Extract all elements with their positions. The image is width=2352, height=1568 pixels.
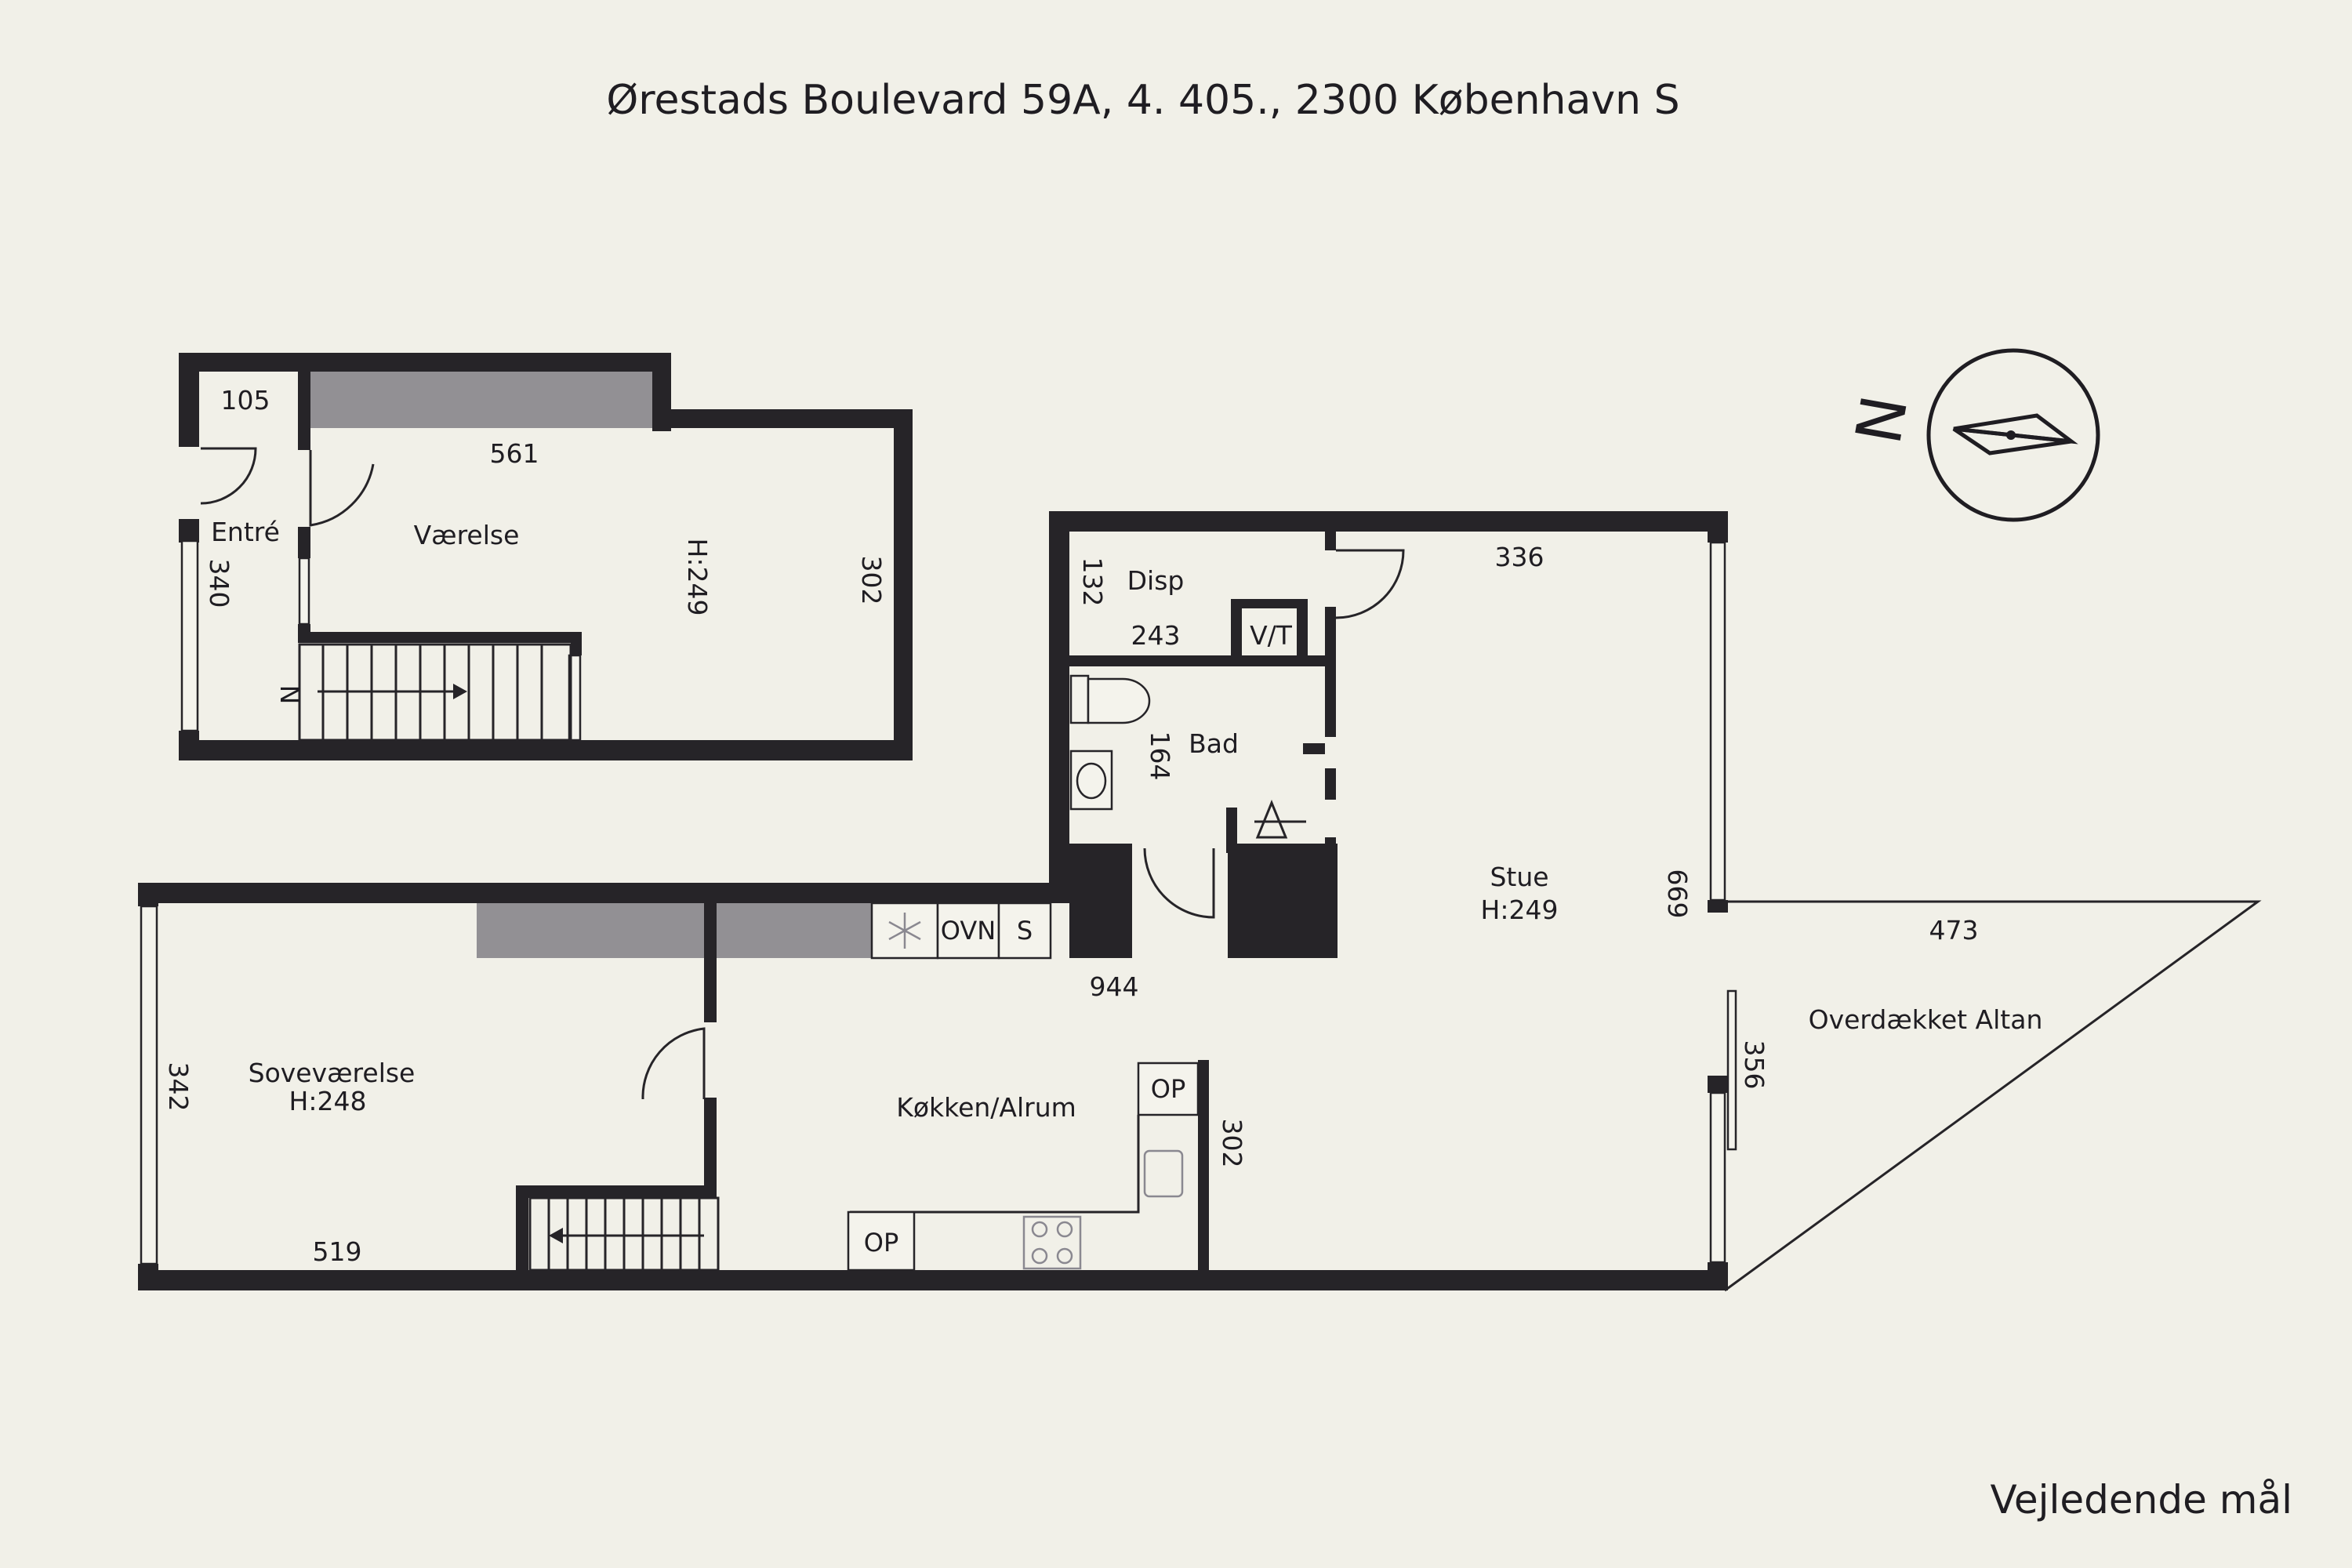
burner-icon xyxy=(1031,1221,1048,1238)
vaerelse-height: H:249 xyxy=(682,539,713,616)
kokken-name: Køkken/Alrum xyxy=(896,1092,1076,1123)
vaerelse-name: Værelse xyxy=(414,520,520,550)
oven xyxy=(936,902,1000,960)
toilet-icon xyxy=(1087,677,1151,724)
door-swing xyxy=(200,447,257,505)
upper-floor: 105 Entré 340 561 Værelse H:249 302 N xyxy=(179,353,913,760)
entre-depth: 340 xyxy=(204,559,234,608)
kitchen-sink-icon xyxy=(1143,1149,1184,1198)
stue-height: H:249 xyxy=(1481,895,1559,925)
sovevaerelse-name: Soveværelse xyxy=(249,1058,416,1088)
op-top-label: OP xyxy=(1151,1074,1185,1104)
toilet-tank xyxy=(1069,674,1090,724)
window xyxy=(180,539,199,732)
vaerelse-width: 561 xyxy=(490,438,539,469)
balcony-outline xyxy=(1724,900,2262,1292)
lower-floor: OVN S OP OP xyxy=(138,511,2262,1292)
disp-width: 243 xyxy=(1131,620,1181,651)
sovevaerelse-depth: 342 xyxy=(163,1062,194,1112)
staircase-lower xyxy=(528,1196,720,1272)
entre-width: 105 xyxy=(221,385,270,416)
window xyxy=(1709,1091,1726,1264)
altan-depth: 356 xyxy=(1739,1040,1769,1090)
op-bottom-label: OP xyxy=(864,1228,898,1258)
staircase-upper xyxy=(298,643,572,742)
vt-label: V/T xyxy=(1250,620,1293,651)
washbasin-icon xyxy=(1076,762,1107,800)
cabinet-op-top xyxy=(1137,1062,1200,1116)
compass-north-label: N xyxy=(1839,390,1919,448)
kokken-depth: 302 xyxy=(1217,1119,1247,1168)
kitchen-shelf xyxy=(477,903,872,958)
stove xyxy=(1022,1215,1082,1270)
compass-ring-icon xyxy=(1926,348,2100,522)
sovevaerelse-width: 519 xyxy=(313,1236,362,1267)
entre-name: Entré xyxy=(211,517,280,547)
door-swing xyxy=(309,450,375,527)
snowflake-icon xyxy=(888,913,921,949)
altan-width: 473 xyxy=(1929,915,1979,946)
arrow-right-icon xyxy=(453,684,467,699)
shaft xyxy=(1228,844,1338,958)
stair-direction-label: N xyxy=(274,685,305,705)
overall-width: 944 xyxy=(1090,971,1139,1002)
cabinet-op-bottom xyxy=(847,1210,916,1272)
door-swing xyxy=(1143,848,1215,919)
bad-depth: 164 xyxy=(1145,731,1175,781)
footer-note: Vejledende mål xyxy=(1991,1477,2292,1523)
door-swing xyxy=(641,1027,706,1100)
vaerelse-depth: 302 xyxy=(856,556,887,605)
sovevaerelse-height: H:248 xyxy=(289,1086,367,1116)
altan-name: Overdækket Altan xyxy=(1809,1004,2043,1035)
arrow-left-icon xyxy=(549,1228,563,1243)
disp-name: Disp xyxy=(1127,565,1185,596)
compass: N xyxy=(1839,348,2100,522)
window xyxy=(1709,541,1726,902)
wardrobe xyxy=(310,372,652,428)
s-label: S xyxy=(1017,916,1033,946)
door-swing xyxy=(1335,549,1405,619)
address-title: Ørestads Boulevard 59A, 4. 405., 2300 Kø… xyxy=(606,77,1679,124)
balcony-rail xyxy=(1726,989,1737,1151)
stue-width: 336 xyxy=(1495,542,1544,572)
disp-depth: 132 xyxy=(1077,557,1108,607)
stue-depth: 669 xyxy=(1662,869,1693,919)
wall xyxy=(179,353,671,372)
stue-name: Stue xyxy=(1490,862,1548,892)
sink-cabinet xyxy=(997,902,1052,960)
shower-icon xyxy=(1254,800,1306,839)
bad-name: Bad xyxy=(1189,728,1239,759)
oven-label: OVN xyxy=(941,916,996,946)
window xyxy=(140,905,158,1265)
